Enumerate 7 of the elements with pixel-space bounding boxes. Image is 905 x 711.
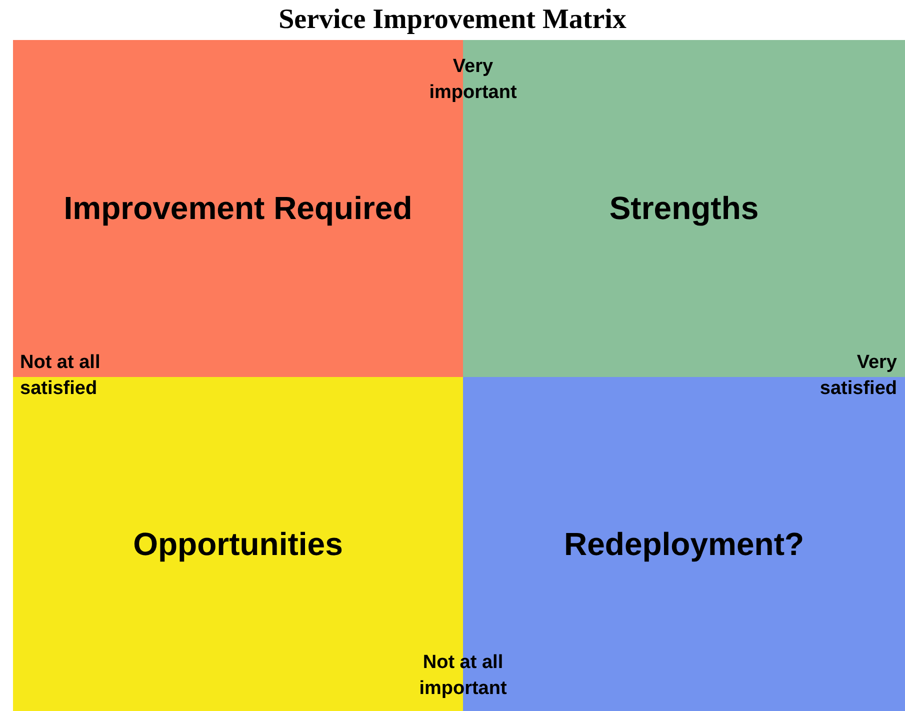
chart-title: Service Improvement Matrix (278, 4, 628, 36)
quadrant-label: Redeployment? (564, 526, 804, 562)
quadrant-label: Improvement Required (64, 190, 412, 227)
axis-label: Not at all satisfied (20, 351, 102, 401)
quadrant-label: Strengths (609, 190, 759, 227)
quadrant-label: Opportunities (133, 526, 343, 562)
axis-label: Very satisfied (818, 351, 897, 401)
